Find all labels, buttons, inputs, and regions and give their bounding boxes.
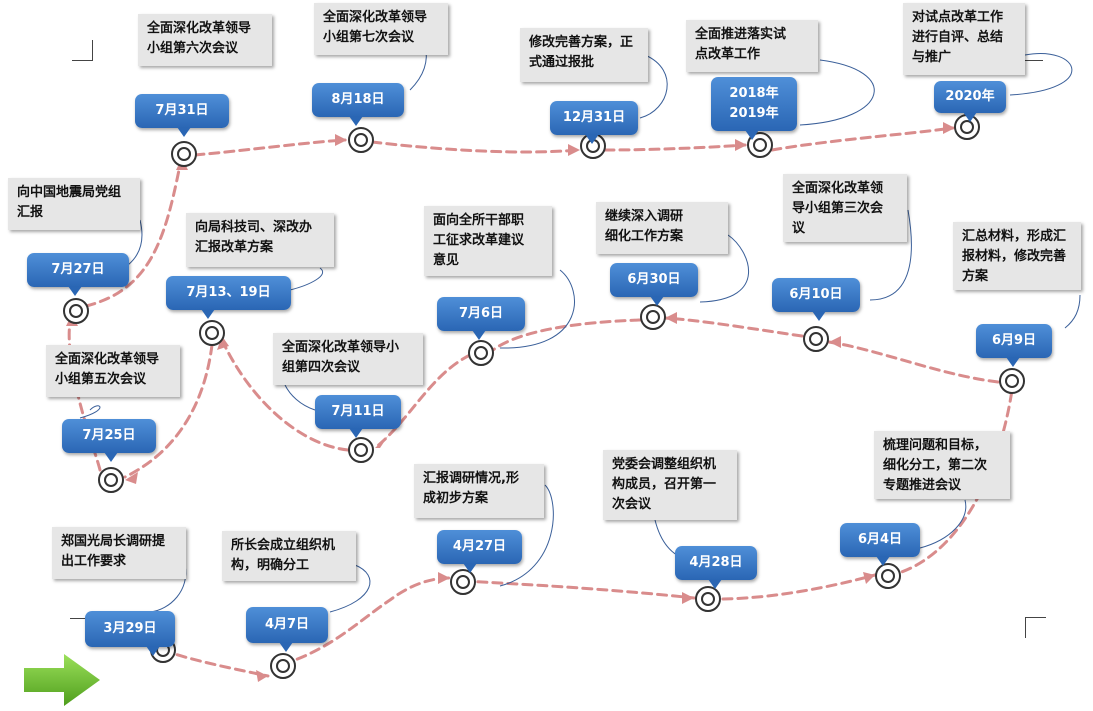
date-bubble-m4: 4月28日 (675, 546, 757, 589)
date-bubble-m15: 8月18日 (312, 83, 404, 126)
callout-line (639, 54, 668, 119)
path-arrowhead (829, 336, 841, 348)
callout-line (869, 209, 912, 301)
date-bubble-m6: 6月9日 (976, 324, 1052, 367)
timeline-node-m9 (468, 340, 494, 366)
timeline-node-m14 (171, 141, 197, 167)
note-m1: 郑国光局长调研提 出工作要求 (52, 527, 186, 579)
timeline-node-m10 (348, 437, 374, 463)
note-m11: 向局科技司、深改办 汇报改革方案 (186, 213, 334, 267)
path-arrowhead (863, 572, 875, 584)
note-m8: 继续深入调研 细化工作方案 (596, 202, 728, 254)
timeline-node-m15 (348, 127, 374, 153)
date-bubble-m5: 6月4日 (840, 523, 920, 566)
note-m5: 梳理问题和目标， 细化分工，第二次 专题推进会议 (874, 431, 1010, 499)
timeline-node-m13 (63, 298, 89, 324)
path-arrowhead (375, 436, 388, 448)
path-arrowhead (335, 134, 347, 146)
callout-line (127, 219, 143, 266)
path-segment (370, 140, 580, 154)
path-segment (461, 579, 696, 600)
note-m9: 面向全所干部职 工征求改革建议 意见 (424, 206, 552, 276)
timeline-node-m4 (695, 586, 721, 612)
date-bubble-m17: 2018年 2019年 (711, 77, 797, 140)
date-bubble-m1: 3月29日 (85, 611, 175, 656)
right-arrow-icon (24, 654, 100, 706)
path-segment (123, 343, 214, 479)
date-bubble-m2: 4月7日 (246, 607, 328, 652)
note-m13: 向中国地震局党组 汇报 (8, 178, 140, 230)
note-m17: 全面推进落实试 点改革工作 (686, 20, 818, 72)
corner-mark (1025, 617, 1046, 638)
callout-line (919, 499, 967, 549)
path-arrowhead (125, 472, 138, 484)
note-m4: 党委会调整组织机 构成员，召开第一 次会议 (603, 450, 737, 520)
path-arrowhead (735, 139, 747, 151)
date-bubble-m9: 7月6日 (437, 297, 525, 340)
note-m6: 汇总材料，形成汇 报材料，修改完善 方案 (953, 222, 1081, 290)
path-arrowhead (438, 572, 450, 584)
path-segment (84, 163, 182, 308)
timeline-node-m8 (640, 304, 666, 330)
path-arrowhead (665, 312, 677, 324)
path-arrowhead (943, 122, 955, 134)
note-m15: 全面深化改革领导 小组第七次会议 (314, 3, 448, 55)
callout-line (289, 267, 323, 291)
date-bubble-m12: 7月25日 (62, 419, 156, 462)
path-segment (706, 573, 877, 601)
corner-mark (1022, 40, 1043, 61)
timeline-node-m12 (98, 467, 124, 493)
timeline-node-m6 (999, 368, 1025, 394)
date-bubble-m11: 7月13、19日 (166, 276, 291, 319)
timeline-node-m11 (199, 320, 225, 346)
date-bubble-m18: 2020年 (934, 81, 1006, 122)
path-segment (220, 338, 350, 452)
callout-line (799, 59, 875, 126)
path-segment (770, 126, 955, 152)
note-m14: 全面深化改革领导 小组第六次会议 (138, 14, 272, 66)
callout-line (284, 384, 316, 411)
callout-line (499, 484, 554, 587)
path-segment (827, 340, 1000, 384)
note-m10: 全面深化改革领导小 组第四次会议 (273, 333, 423, 385)
path-segment (193, 138, 347, 157)
date-bubble-m3: 4月27日 (437, 530, 522, 573)
date-bubble-m13: 7月27日 (27, 253, 129, 296)
path-arrowhead (217, 336, 229, 350)
path-segment (663, 316, 804, 338)
callout-line (1064, 294, 1081, 329)
path-arrowhead (682, 592, 694, 604)
corner-mark (70, 618, 90, 639)
date-bubble-m14: 7月31日 (135, 94, 229, 137)
path-segment (886, 388, 1014, 578)
date-bubble-m7: 6月10日 (772, 278, 860, 321)
note-m2: 所长会成立组织机 构，明确分工 (222, 531, 356, 581)
timeline-node-m3 (450, 569, 476, 595)
path-segment (491, 318, 642, 352)
date-bubble-m8: 6月30日 (610, 263, 698, 306)
callout-line (79, 405, 101, 419)
note-m18: 对试点改革工作 进行自评、总结 与推广 (903, 3, 1025, 75)
callout-line (499, 269, 575, 349)
path-segment (281, 576, 452, 666)
timeline-node-m7 (803, 326, 829, 352)
note-m12: 全面深化改革领导 小组第五次会议 (46, 345, 180, 397)
date-bubble-m16: 12月31日 (550, 101, 638, 144)
note-m16: 修改完善方案，正 式通过报批 (520, 28, 648, 82)
corner-mark (72, 40, 93, 61)
date-bubble-m10: 7月11日 (315, 395, 401, 438)
note-m7: 全面深化改革领 导小组第三次会 议 (783, 174, 907, 242)
callout-line (699, 234, 750, 303)
path-arrowhead (256, 670, 268, 682)
timeline-node-m2 (270, 653, 296, 679)
callout-line (329, 564, 371, 613)
callout-line (1009, 53, 1073, 96)
path-segment (161, 648, 270, 678)
path-arrowhead (568, 144, 580, 156)
path-segment (603, 143, 747, 152)
note-m3: 汇报调研情况,形 成初步方案 (414, 464, 544, 518)
timeline-node-m5 (875, 563, 901, 589)
